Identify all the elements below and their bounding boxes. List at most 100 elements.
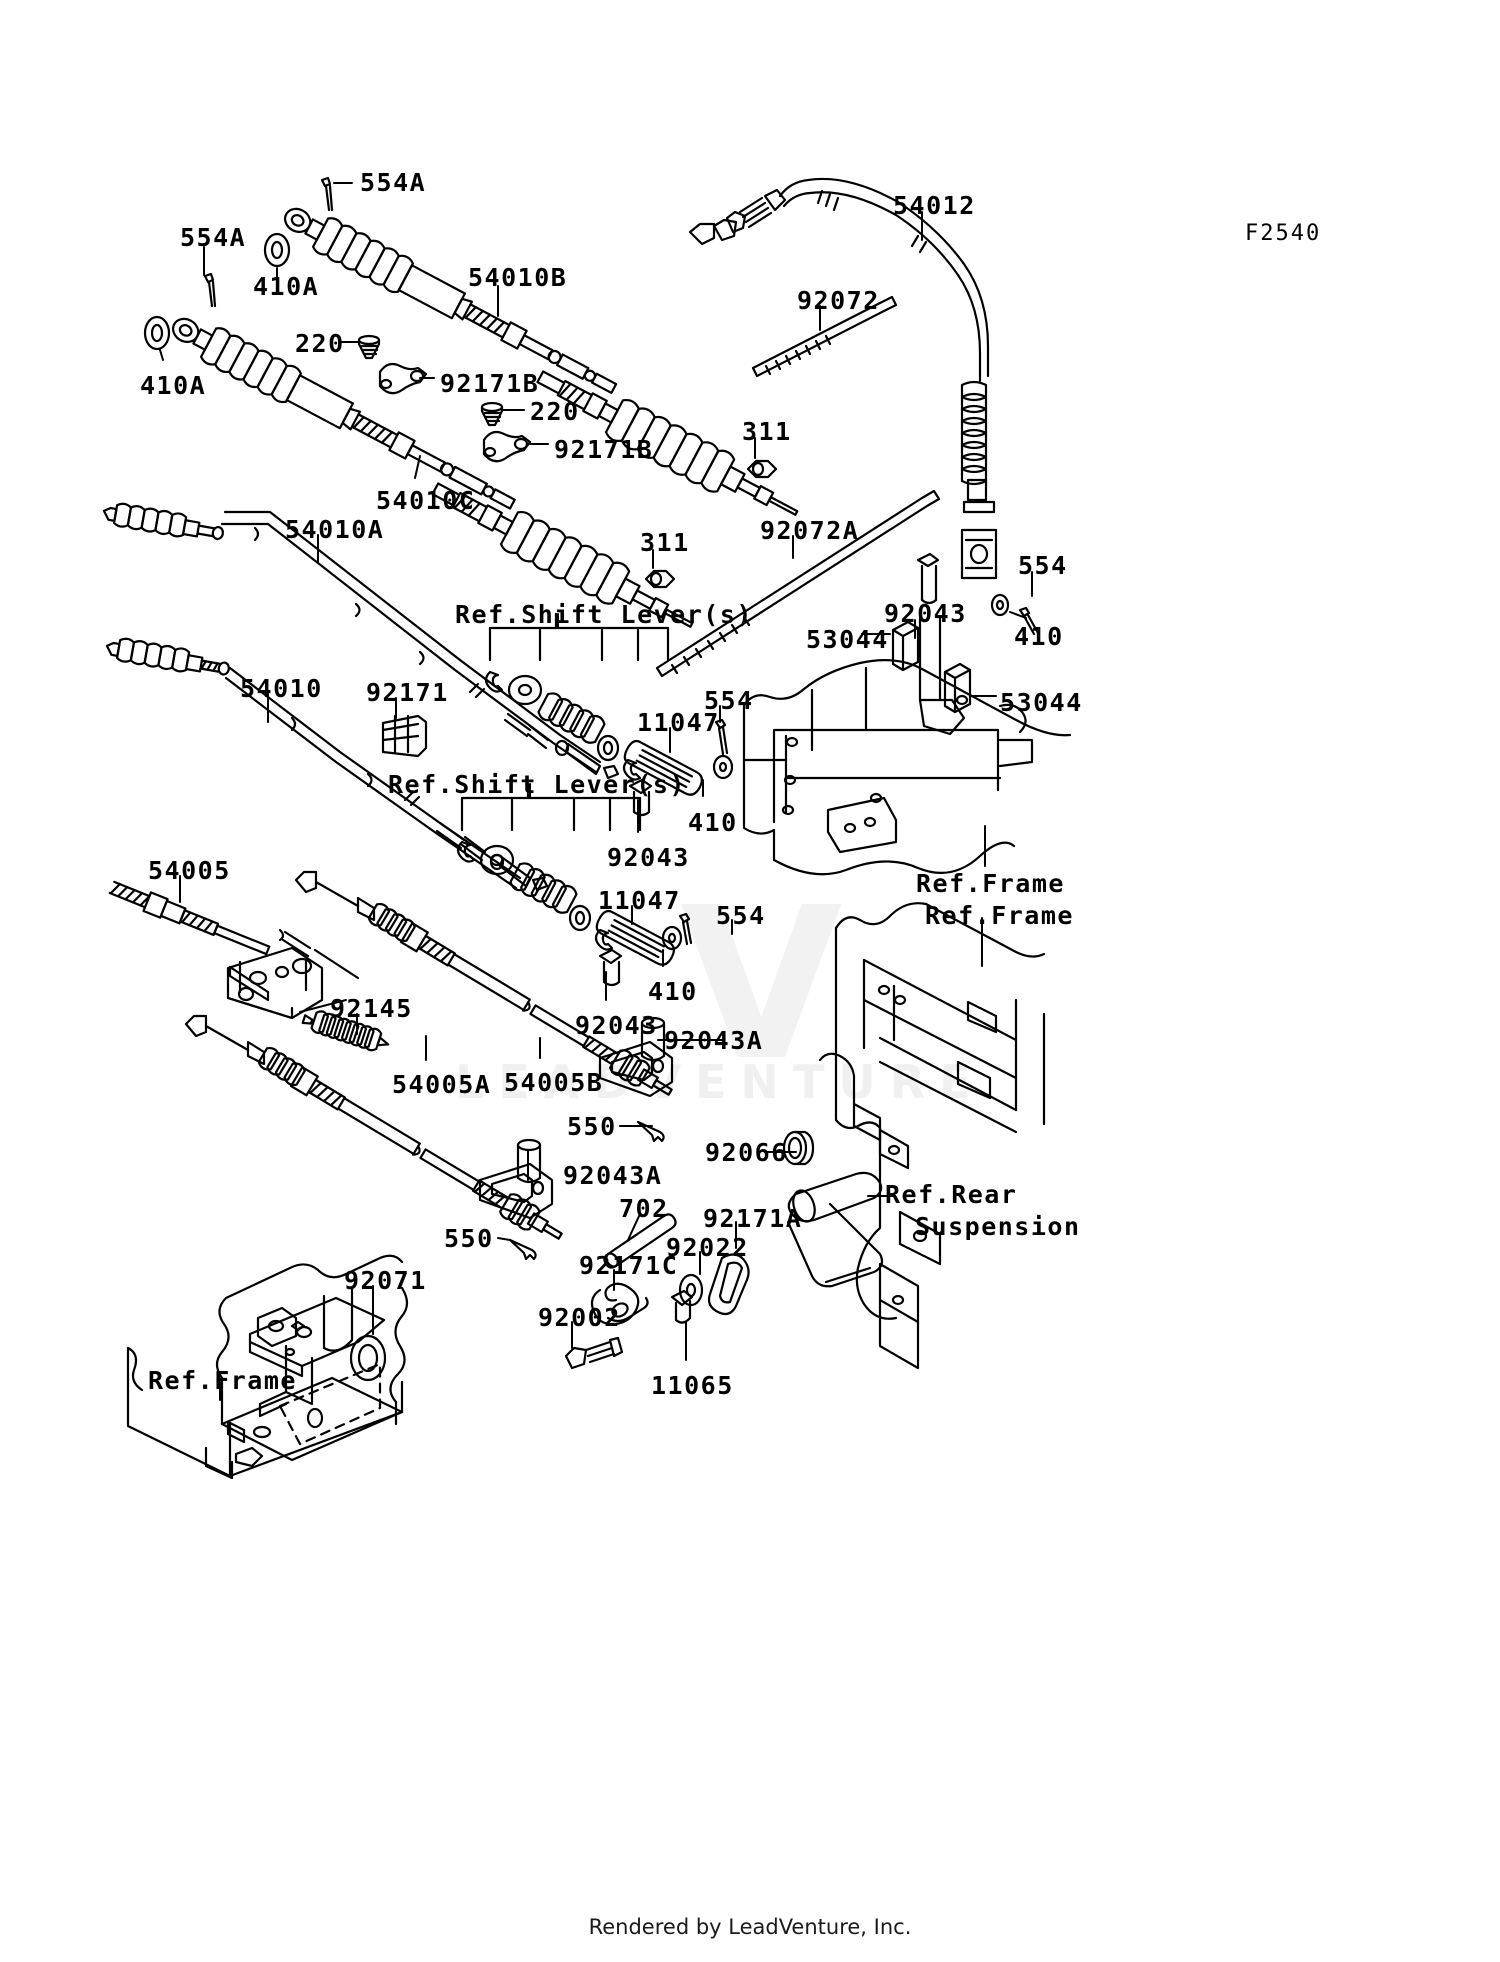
part-label-550-a: 550 [567, 1112, 617, 1141]
cable-54005b [294, 870, 674, 1098]
clamp-92171 [381, 714, 428, 758]
ref-label-frame-3: Ref.Frame [148, 1366, 297, 1395]
part-label-92145: 92145 [330, 994, 413, 1023]
clamp-92171b-b [482, 430, 532, 463]
cable-54005a [184, 1014, 563, 1240]
nut-311-upper [746, 459, 778, 479]
washer-410-lower [661, 925, 683, 951]
footer-credit: Rendered by LeadVenture, Inc. [588, 1915, 912, 1939]
clevis-54005a [478, 1162, 554, 1220]
screw-220-b [480, 401, 504, 427]
diagram-code: F2540 [1245, 221, 1322, 246]
tube-702 [603, 1213, 677, 1269]
part-label-92002: 92002 [538, 1303, 621, 1332]
cotter-pin-554a-left [203, 272, 217, 308]
part-label-54010b: 54010B [468, 263, 568, 292]
grommet-53044-b [943, 662, 972, 714]
part-label-550-b: 550 [444, 1224, 494, 1253]
part-label-554a-left: 554A [180, 223, 247, 252]
part-label-554-mid: 554 [704, 686, 754, 715]
washer-410-upper [712, 754, 734, 780]
part-label-54005b: 54005B [504, 1068, 604, 1097]
part-label-410-mid: 410 [688, 808, 738, 837]
clamp-92171a [707, 1253, 750, 1316]
part-label-92171b-b: 92171B [554, 435, 654, 464]
plug-92066 [782, 1130, 815, 1166]
spring-92145 [301, 1010, 390, 1052]
pin-550-upper [636, 1120, 665, 1143]
ref-label-frame-1: Ref.Frame [916, 869, 1065, 898]
cable-54010a [102, 502, 620, 780]
pin-92043-lower [598, 948, 623, 987]
part-label-554-low: 554 [716, 901, 766, 930]
part-label-92022: 92022 [666, 1233, 749, 1262]
part-label-92071: 92071 [344, 1266, 427, 1295]
part-label-54010: 54010 [240, 674, 323, 703]
cotter-pin-554-lower [678, 912, 693, 946]
part-label-11065: 11065 [651, 1371, 734, 1400]
pin-92043a-upper [640, 1016, 666, 1062]
cable-54010 [105, 637, 549, 892]
pin-92043-frame [916, 552, 940, 605]
part-label-53044-a: 53044 [806, 625, 889, 654]
part-label-92043-b: 92043 [575, 1011, 658, 1040]
cotter-pin-554-right [1018, 606, 1040, 636]
bracket-11047-upper [623, 739, 703, 796]
part-label-554a-top: 554A [360, 168, 427, 197]
cotter-pin-554a-top [320, 176, 334, 212]
cable-54010c [171, 317, 516, 510]
part-label-11047-b: 11047 [598, 886, 681, 915]
nut-311-lower [644, 569, 676, 589]
part-label-702: 702 [619, 1194, 669, 1223]
ref-label-rear-1: Ref.Rear [885, 1180, 1018, 1209]
part-label-92043-a: 92043 [607, 843, 690, 872]
shift-lever-group-1 [484, 612, 670, 781]
frame-right-top [742, 616, 1072, 876]
ref-label-rear-2: Suspension [915, 1212, 1081, 1241]
part-label-92043a-b: 92043A [563, 1161, 663, 1190]
part-label-220-a: 220 [295, 329, 345, 358]
washer-92022 [678, 1273, 704, 1307]
ref-label-shift-lever-2: Ref.Shift Lever(s) [388, 770, 686, 799]
cable-54010b [283, 207, 618, 394]
band-92072 [751, 295, 898, 378]
cable-54005 [108, 880, 360, 1002]
part-label-410-right: 410 [1014, 622, 1064, 651]
part-label-311-a: 311 [742, 417, 792, 446]
part-label-11047-a: 11047 [637, 708, 720, 737]
ref-label-shift-lever-1: Ref.Shift Lever(s) [455, 600, 753, 629]
part-label-410a-top: 410A [253, 272, 320, 301]
ref-label-frame-2: Ref.Frame [925, 901, 1074, 930]
part-label-54005: 54005 [148, 856, 231, 885]
clamp-92171c [590, 1282, 649, 1326]
part-label-54012: 54012 [893, 191, 976, 220]
part-label-220-b: 220 [530, 397, 580, 426]
clamp-92171b-a [378, 362, 428, 395]
part-label-92066: 92066 [705, 1138, 788, 1167]
cap-11065 [670, 1289, 694, 1324]
cable-54010c-tail [431, 482, 694, 628]
pin-92043-upper [628, 778, 653, 817]
cable-54010b-tail [536, 370, 799, 516]
part-label-92043a-a: 92043A [664, 1026, 764, 1055]
part-label-92171b-a: 92171B [440, 369, 540, 398]
part-label-54005a: 54005A [392, 1070, 492, 1099]
part-label-54010c: 54010C [376, 486, 476, 515]
part-label-54010a: 54010A [285, 515, 385, 544]
part-label-92171c: 92171C [579, 1251, 679, 1280]
bracket-54005-plate [226, 946, 324, 1020]
screw-220-a [357, 334, 381, 360]
frame-bottom-left [126, 1254, 409, 1480]
frame-right-bottom [786, 902, 1046, 1370]
bolt-92002 [564, 1336, 624, 1370]
washer-410a-top [263, 232, 291, 268]
part-label-92072a: 92072A [760, 516, 860, 545]
washer-410a-left [143, 315, 171, 351]
part-label-554-right: 554 [1018, 551, 1068, 580]
part-label-410-low: 410 [648, 977, 698, 1006]
part-label-311-b: 311 [640, 528, 690, 557]
part-label-92171a: 92171A [703, 1204, 803, 1233]
part-label-92171: 92171 [366, 678, 449, 707]
